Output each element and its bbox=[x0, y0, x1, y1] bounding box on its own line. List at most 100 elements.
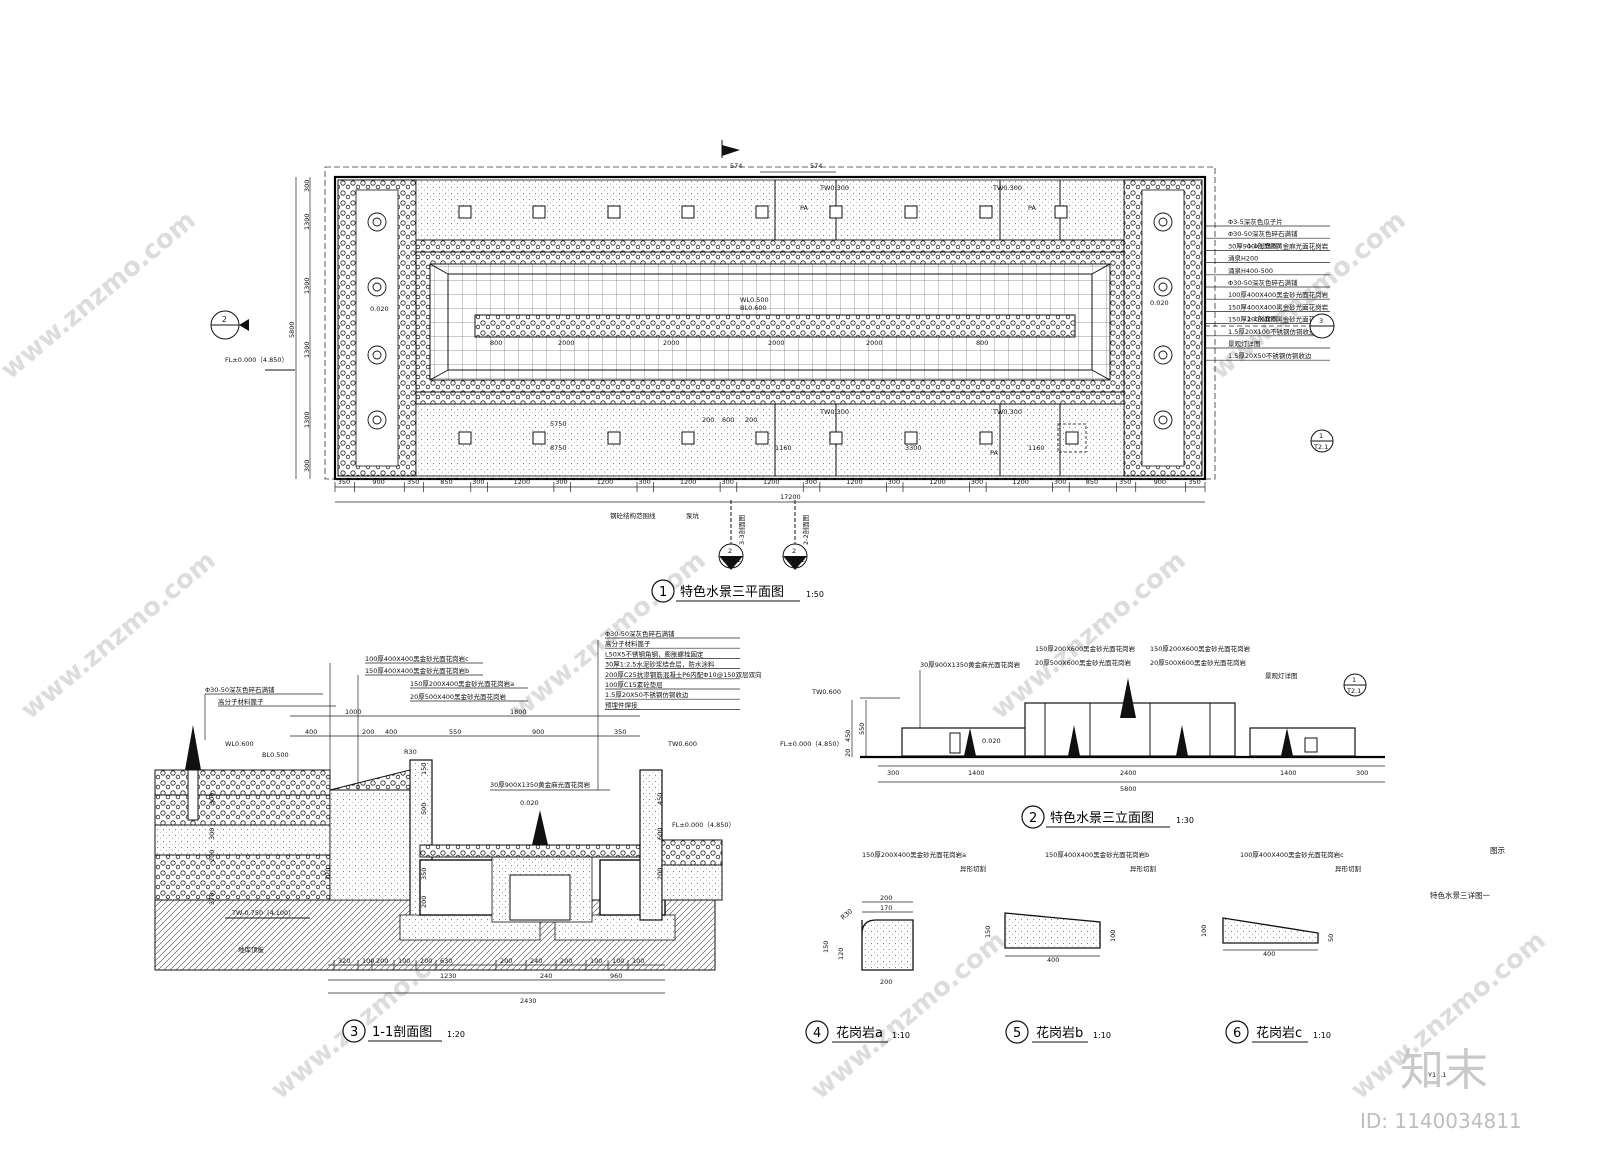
title-plan: 1 特色水景三平面图 1:50 bbox=[651, 579, 824, 603]
dim-label: 574 bbox=[810, 162, 822, 170]
svg-text:400: 400 bbox=[1263, 950, 1275, 958]
note: Φ30-50深灰色碎石满铺 bbox=[205, 685, 275, 694]
pool-dims: 800 2000 2000 2000 2000 800 bbox=[490, 339, 988, 347]
dim-label: 1200 bbox=[846, 478, 863, 486]
svg-text:2000: 2000 bbox=[768, 339, 785, 347]
svg-text:20: 20 bbox=[844, 749, 852, 757]
note: 100厚400X400黑金砂光面花岗岩c bbox=[365, 654, 469, 663]
svg-text:150厚200X400黑金砂光面花岗岩a: 150厚200X400黑金砂光面花岗岩a bbox=[862, 850, 966, 859]
dim-label: 450 bbox=[656, 793, 664, 805]
dim-label: 500 bbox=[420, 803, 428, 815]
dim-label: 300 bbox=[208, 828, 216, 840]
svg-text:150: 150 bbox=[822, 941, 830, 953]
dim-label: 300 bbox=[971, 478, 983, 486]
svg-text:FL±0.000（4.850）: FL±0.000（4.850） bbox=[672, 821, 735, 829]
svg-text:R30: R30 bbox=[839, 907, 854, 921]
dim-label: 300 bbox=[805, 478, 817, 486]
svg-text:异形切割: 异形切割 bbox=[960, 864, 987, 873]
fountain-jet bbox=[185, 725, 201, 770]
note: 高分子材料篦子 bbox=[218, 697, 264, 706]
plan-notes: Φ3-5深灰色瓜子片Φ30-50深灰色碎石满铺30厚900X1350黄金麻光面花… bbox=[1205, 217, 1330, 361]
dim-label: 900 bbox=[372, 478, 384, 486]
note: 景观灯详图 bbox=[1265, 671, 1298, 680]
svg-text:1000: 1000 bbox=[345, 708, 362, 716]
svg-text:960: 960 bbox=[610, 972, 622, 980]
dim-label: 1160 bbox=[1028, 444, 1045, 452]
elevation-drawing: TW0.600 FL±0.000（4.850） 0.020 550 450 20… bbox=[780, 644, 1385, 793]
dim-label: 300 bbox=[888, 478, 900, 486]
note: Φ3-5深灰色瓜子片 bbox=[1228, 217, 1283, 226]
svg-text:特色水景三平面图: 特色水景三平面图 bbox=[680, 584, 784, 600]
svg-text:BL0.500: BL0.500 bbox=[262, 751, 289, 759]
note: 1.5厚20X50不锈钢仿铜收边 bbox=[605, 690, 689, 699]
structure-boundary bbox=[324, 166, 1216, 480]
note: 150厚200X400黑金砂光面花岗岩a bbox=[410, 679, 514, 688]
title-elevation: 2 特色水景三立面图 1:30 bbox=[1021, 805, 1194, 829]
dim-label: 370 bbox=[208, 893, 216, 905]
svg-text:1:10: 1:10 bbox=[1093, 1031, 1111, 1040]
svg-text:YD1.2: YD1.2 bbox=[785, 556, 805, 564]
dim-label: 300 bbox=[638, 478, 650, 486]
svg-text:1230: 1230 bbox=[440, 972, 457, 980]
svg-text:WL0.600: WL0.600 bbox=[225, 740, 254, 748]
svg-text:FL±0.000（4.850）: FL±0.000（4.850） bbox=[780, 740, 843, 748]
section-mark: 1-1剖面图 bbox=[1247, 314, 1277, 323]
note: 200厚C25抗渗钢筋混凝土P6内配Φ10@150双层双向 bbox=[605, 670, 762, 679]
svg-text:5800: 5800 bbox=[1120, 785, 1137, 793]
svg-text:350: 350 bbox=[614, 728, 626, 736]
svg-text:1:10: 1:10 bbox=[892, 1031, 910, 1040]
section-symbol-left: 2 FL±0.000（4.850） bbox=[210, 310, 295, 371]
sheet-label: 特色水景三详图一 bbox=[1430, 890, 1490, 900]
svg-text:300: 300 bbox=[303, 460, 311, 472]
svg-text:200: 200 bbox=[362, 728, 374, 736]
svg-text:T2.1: T2.1 bbox=[1346, 687, 1361, 695]
svg-text:300: 300 bbox=[303, 180, 311, 192]
note: Φ30-50深灰色碎石满铺 bbox=[605, 629, 675, 638]
note: 20厚500X600黑金砂光面花岗岩 bbox=[1035, 658, 1132, 667]
dim-label: 850 bbox=[440, 478, 452, 486]
svg-text:800: 800 bbox=[976, 339, 988, 347]
pa-label: PA bbox=[1028, 204, 1037, 212]
note: 高分子材料篦子 bbox=[605, 639, 651, 648]
pa-label: PA bbox=[800, 204, 809, 212]
dim-label: 100 bbox=[398, 957, 410, 965]
note: 30厚900X1350黄金麻光面花岗岩 bbox=[490, 780, 591, 789]
dim-label: 1200 bbox=[597, 478, 614, 486]
svg-text:TW-0.750（4.100）: TW-0.750（4.100） bbox=[231, 909, 295, 917]
watermark: www.znzmo.com bbox=[15, 545, 221, 725]
note: 20厚500X600黑金砂光面花岗岩 bbox=[1150, 658, 1247, 667]
title-detail-a: 4 花岗岩a 1:10 bbox=[805, 1020, 910, 1044]
dim-label: 350 bbox=[420, 868, 428, 880]
dim-label: 200 bbox=[745, 416, 757, 424]
section-cut-markers: 3-3剖面图 2-2剖面图 2 2 YD1.2 YD1.2 bbox=[718, 500, 810, 570]
note: 150厚200X600黑金砂光面花岗岩 bbox=[1035, 644, 1136, 653]
note: Φ30-50深灰色碎石满铺 bbox=[1228, 229, 1298, 238]
id-watermark: ID: 1140034811 bbox=[1360, 1109, 1522, 1133]
svg-text:300: 300 bbox=[1356, 769, 1368, 777]
dim-label: 3300 bbox=[905, 444, 922, 452]
note: 150厚200X400黑金砂光面花岗岩 bbox=[1228, 315, 1329, 324]
svg-text:170: 170 bbox=[880, 904, 892, 912]
svg-text:T2.1: T2.1 bbox=[1313, 443, 1328, 451]
svg-text:3: 3 bbox=[1319, 317, 1323, 325]
note: 涌泉H400-500 bbox=[1228, 266, 1273, 275]
svg-text:800: 800 bbox=[490, 339, 502, 347]
dim-label: 200 bbox=[376, 957, 388, 965]
svg-text:1300: 1300 bbox=[303, 341, 311, 358]
detail-b: 150厚400X400黑金砂光面花岗岩b 异形切割 150 100 400 bbox=[984, 850, 1157, 964]
svg-text:TW0.600: TW0.600 bbox=[667, 740, 697, 748]
dim-label: 100 bbox=[632, 957, 644, 965]
left-dims: 300 1300 1300 1300 1300 300 5800 bbox=[288, 177, 311, 479]
dim-label: 200 bbox=[560, 957, 572, 965]
dim-label: 300 bbox=[1054, 478, 1066, 486]
svg-text:1:10: 1:10 bbox=[1313, 1031, 1331, 1040]
level-label: TW0.300 bbox=[819, 408, 849, 416]
section-notes-right: Φ30-50深灰色碎石满铺高分子材料篦子L50X5不锈钢角钢，膨胀螺栓固定30厚… bbox=[597, 629, 762, 790]
logo-watermark: 知末 bbox=[1400, 1045, 1488, 1096]
level-label: FL±0.000（4.850） bbox=[225, 356, 288, 364]
svg-text:1-1剖面图: 1-1剖面图 bbox=[372, 1025, 432, 1040]
dim-label: 350 bbox=[1188, 478, 1200, 486]
level-label: TW0.300 bbox=[992, 184, 1022, 192]
